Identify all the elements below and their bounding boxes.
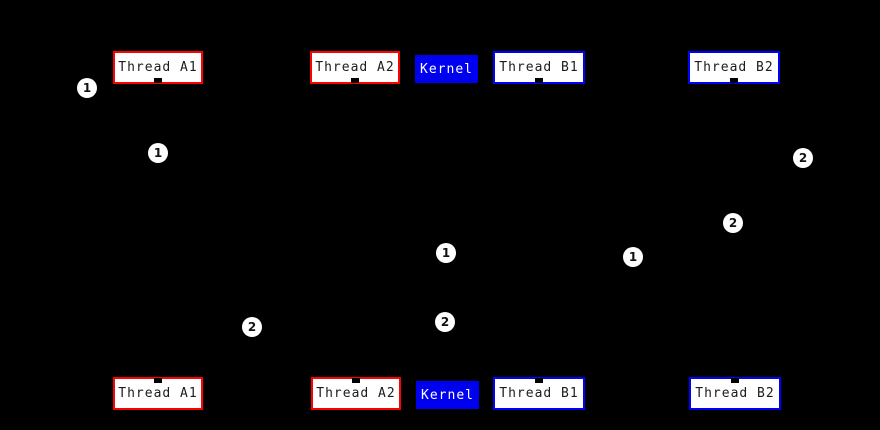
step-marker-2: 2 <box>435 312 455 332</box>
step-marker-1: 1 <box>623 247 643 267</box>
step-marker-1: 1 <box>436 243 456 263</box>
actor-box-kernel-top: Kernel <box>415 55 478 83</box>
actor-box-thread-b1-top: Thread B1 <box>493 51 585 84</box>
lifeline-notch <box>730 78 738 83</box>
lifeline-notch <box>154 378 162 383</box>
actor-box-thread-b2-top: Thread B2 <box>688 51 780 84</box>
actor-label: Kernel <box>420 61 473 77</box>
actor-label: Thread B1 <box>499 386 579 401</box>
actor-box-thread-a2-bottom: Thread A2 <box>311 377 401 410</box>
actor-label: Kernel <box>421 387 474 403</box>
step-marker-2: 2 <box>723 213 743 233</box>
lifeline-notch <box>535 78 543 83</box>
actor-box-thread-b2-bottom: Thread B2 <box>689 377 781 410</box>
lifeline-notch <box>731 378 739 383</box>
actor-box-kernel-bottom: Kernel <box>416 381 479 409</box>
lifeline-notch <box>535 378 543 383</box>
actor-label: Thread B1 <box>499 60 579 75</box>
actor-box-thread-a1-bottom: Thread A1 <box>113 377 203 410</box>
lifeline-notch <box>352 378 360 383</box>
actor-box-thread-a1-top: Thread A1 <box>113 51 203 84</box>
actor-label: Thread A1 <box>118 386 198 401</box>
lifeline-notch <box>154 78 162 83</box>
lifeline-notch <box>351 78 359 83</box>
actor-label: Thread A2 <box>316 386 396 401</box>
actor-label: Thread A1 <box>118 60 198 75</box>
step-marker-1: 1 <box>77 78 97 98</box>
actor-box-thread-a2-top: Thread A2 <box>310 51 400 84</box>
step-marker-2: 2 <box>793 148 813 168</box>
actor-label: Thread B2 <box>694 60 774 75</box>
step-marker-2: 2 <box>242 317 262 337</box>
actor-label: Thread A2 <box>315 60 395 75</box>
step-marker-1: 1 <box>148 143 168 163</box>
actor-label: Thread B2 <box>695 386 775 401</box>
actor-box-thread-b1-bottom: Thread B1 <box>493 377 585 410</box>
